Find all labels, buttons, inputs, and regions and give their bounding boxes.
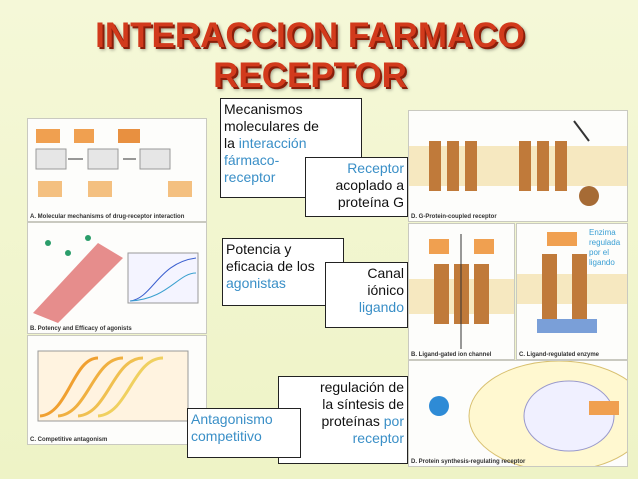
slide-title-line2: RECEPTOR [213, 56, 407, 95]
regulacion-line4: receptor [352, 430, 404, 446]
competitive-antagonism-figure [37, 350, 189, 422]
potency-efficacy-figure [33, 235, 199, 323]
mecanismos-line5: receptor [224, 169, 276, 185]
panel-protein-synthesis: D. Protein synthesis-regulating receptor [408, 360, 628, 467]
receptor-g-line2: acoplado a [335, 177, 404, 193]
caption-c: C. Competitive antagonism [30, 437, 108, 443]
mecanismos-line4: fármaco- [224, 152, 280, 168]
potencia-line2: eficacia de los [226, 258, 315, 274]
mecanismos-line3: la interacción [224, 135, 307, 151]
caption-f: C. Ligand-regulated enzyme [519, 352, 600, 358]
ion-channel-figure [409, 234, 514, 349]
mecanismos-line2: moleculares de [224, 118, 319, 134]
slide-title-line1: INTERACCION FARMACO [95, 16, 525, 55]
panel-competitive-antagonism: C. Competitive antagonism [27, 335, 207, 445]
box-canal: Canal iónico ligando [325, 262, 408, 328]
protein-synthesis-figure [429, 361, 627, 466]
regulacion-line3: proteínas por [321, 413, 405, 429]
caption-e: B. Ligand-gated ion channel [411, 352, 492, 358]
receptor-g-line1: Receptor [347, 160, 404, 176]
caption-d: D. G-Protein-coupled receptor [411, 214, 497, 220]
caption-b: B. Potency and Efficacy of agonists [30, 326, 132, 332]
antagonismo-line1: Antagonismo [191, 411, 273, 427]
molecular-mechanisms-figure [35, 129, 192, 197]
box-potencia: Potencia y eficacia de los agonistas [222, 238, 344, 306]
potencia-line3: agonistas [226, 275, 286, 291]
enzima-line1: Enzima [589, 228, 616, 237]
g-protein-figure [409, 120, 627, 206]
panel-molecular-mechanisms: A. Molecular mechanisms of drug-receptor… [27, 118, 207, 222]
box-antagonismo: Antagonismo competitivo [187, 408, 301, 458]
panel-ion-channel: B. Ligand-gated ion channel [408, 223, 515, 360]
canal-line1: Canal [367, 265, 404, 281]
panel-potency-efficacy: B. Potency and Efficacy of agonists [27, 222, 207, 334]
regulacion-line1: regulación de [319, 379, 404, 395]
ligand-enzyme-figure [517, 232, 627, 333]
enzima-line3: por el [589, 248, 610, 257]
enzima-line2: regulada [589, 238, 621, 247]
receptor-g-line3: proteína G [337, 194, 404, 210]
mecanismos-line1: Mecanismos [224, 101, 303, 117]
canal-line3: ligando [358, 299, 404, 315]
potencia-line1: Potencia y [226, 241, 292, 257]
panel-ligand-enzyme: Enzima regulada por el ligando C. Ligand… [516, 223, 628, 360]
enzima-line4: ligando [589, 258, 615, 267]
caption-g: D. Protein synthesis-regulating receptor [411, 459, 526, 465]
regulacion-line2: la síntesis de [322, 396, 404, 412]
antagonismo-line2: competitivo [191, 428, 262, 444]
box-receptor-g: Receptor acoplado a proteína G [305, 157, 408, 217]
panel-g-protein: D. G-Protein-coupled receptor [408, 110, 628, 222]
canal-line2: iónico [367, 282, 404, 298]
label-enzima: Enzima regulada por el ligando [589, 228, 620, 268]
caption-a: A. Molecular mechanisms of drug-receptor… [30, 214, 185, 220]
